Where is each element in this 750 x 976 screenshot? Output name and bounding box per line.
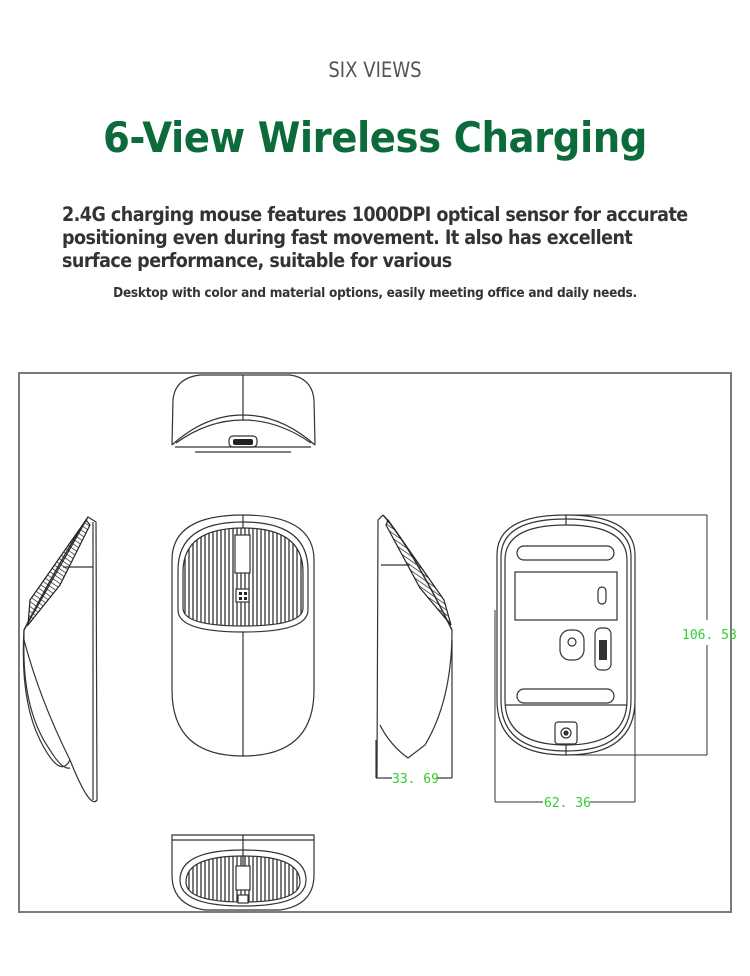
page-title: 6-View Wireless Charging [102, 113, 648, 162]
front-view [171, 374, 316, 453]
bottom-view [494, 514, 708, 803]
section-eyebrow: SIX VIEWS [328, 58, 422, 82]
description-line-3: surface performance, suitable for variou… [62, 249, 452, 272]
description-line-2: positioning even during fast movement. I… [62, 226, 633, 249]
right-side-view [375, 514, 453, 779]
drawing-frame [18, 372, 732, 913]
rear-view [171, 834, 315, 911]
left-side-view [22, 516, 98, 803]
dimension-width: 62. 36 [544, 796, 591, 811]
description: 2.4G charging mouse features 1000DPI opt… [62, 203, 692, 272]
dimension-height: 33. 69 [392, 772, 439, 787]
top-view [171, 514, 315, 757]
dimension-length: 106. 53 [682, 628, 737, 643]
description-line-1: 2.4G charging mouse features 1000DPI opt… [62, 203, 688, 226]
subtitle: Desktop with color and material options,… [113, 285, 637, 301]
